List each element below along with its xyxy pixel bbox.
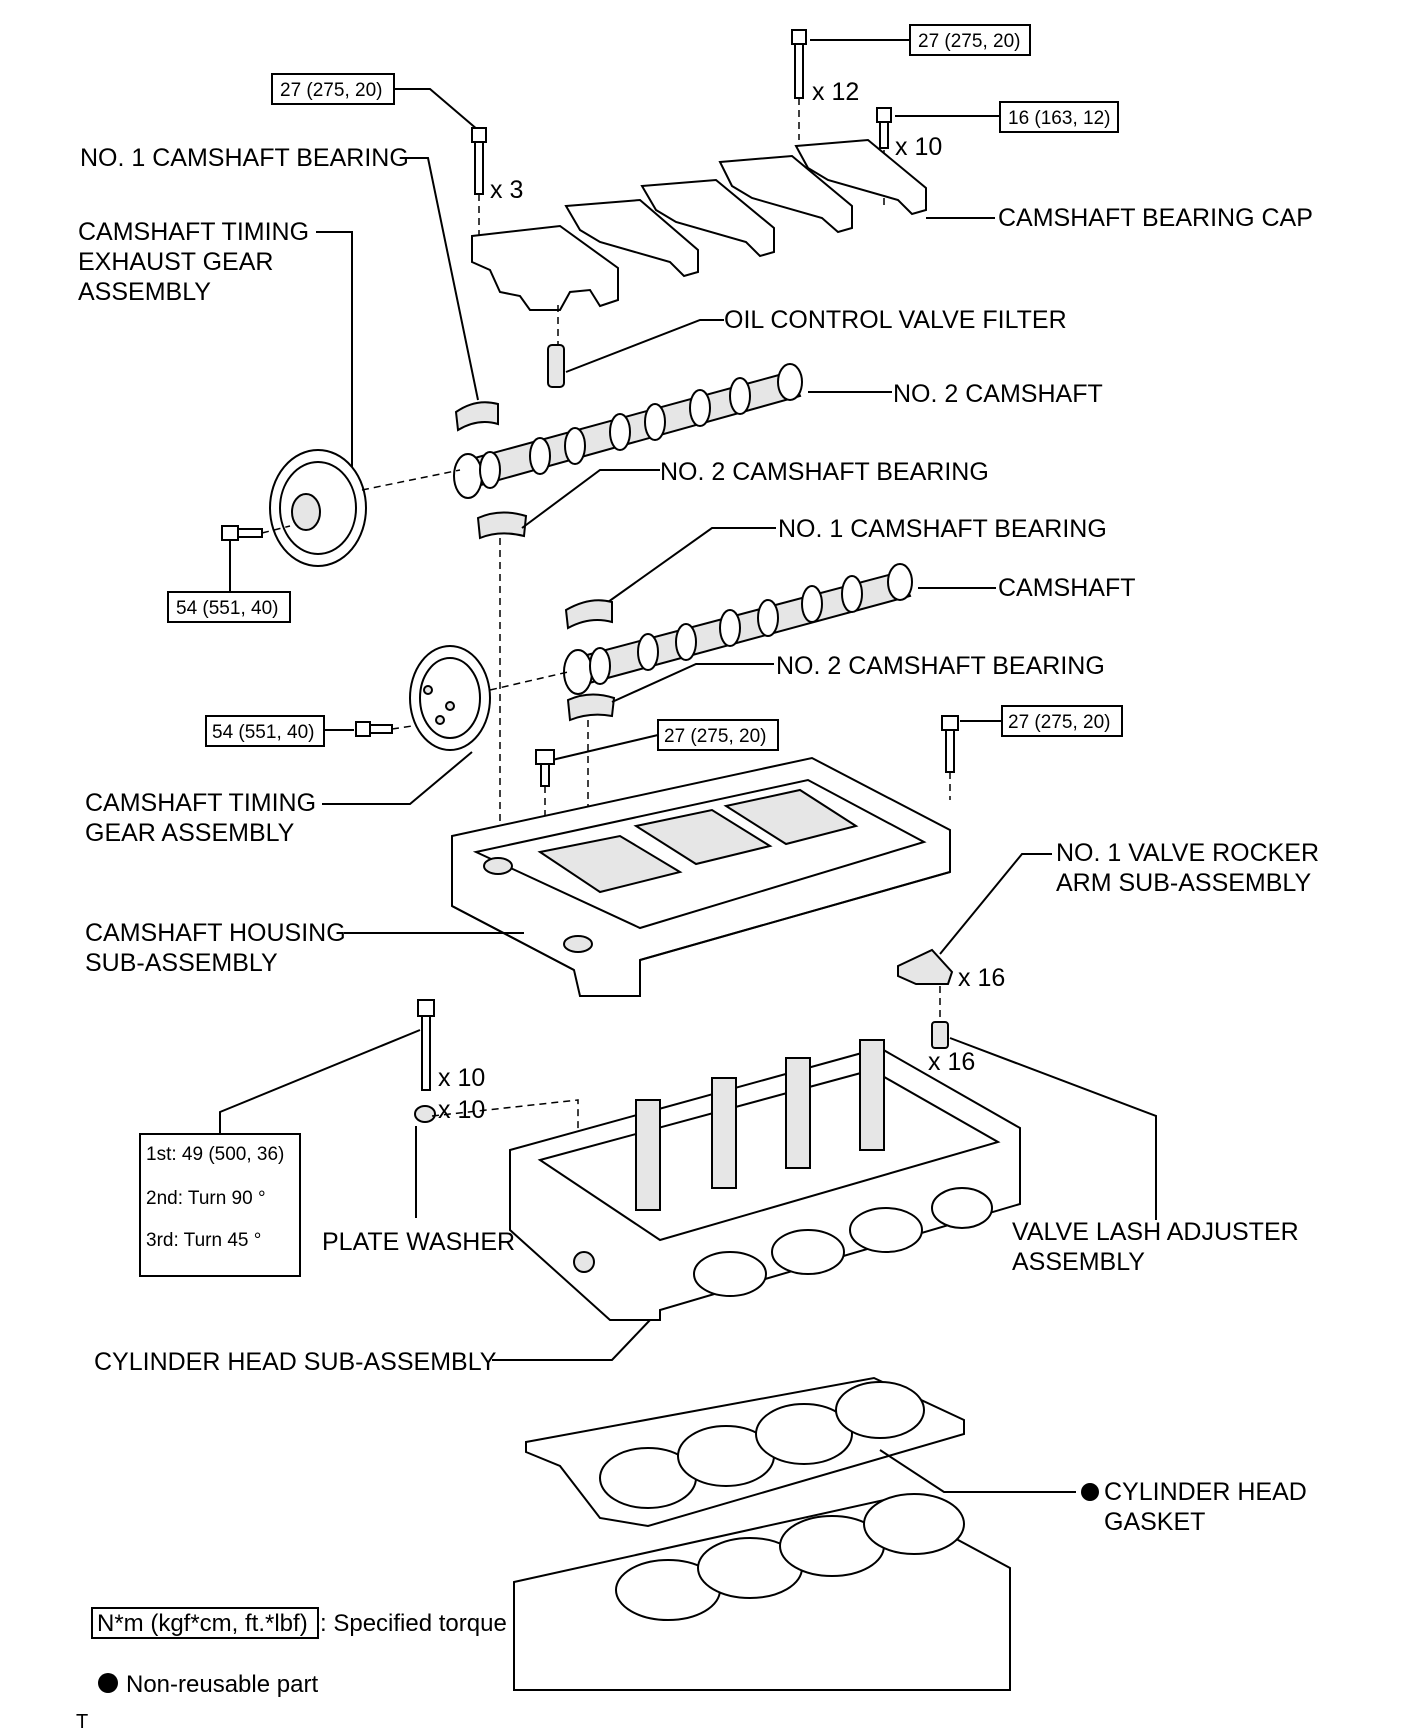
torque-value-top-right: 27 (275, 20) [918,31,1020,52]
label-exhaust-gear-3: ASSEMBLY [78,278,211,306]
bearing-shell-icon [454,401,499,432]
no2-camshaft-part [453,363,803,499]
qty-plate-washers: x 10 [438,1096,485,1124]
label-camshaft: CAMSHAFT [998,574,1136,602]
legend-torque-text: : Specified torque [320,1610,507,1637]
nonreusable-dot-icon [1081,1483,1099,1501]
label-no1-camshaft-bearing-mid: NO. 1 CAMSHAFT BEARING [778,515,1107,543]
label-camshaft-timing-gear-1: CAMSHAFT TIMING [85,789,316,817]
torque-step-3: 3rd: Turn 45 ° [146,1230,261,1251]
label-camshaft-housing-1: CAMSHAFT HOUSING [85,919,346,947]
label-no2-camshaft: NO. 2 CAMSHAFT [893,380,1103,408]
qty-top-bolts: x 12 [812,78,859,106]
label-no1-camshaft-bearing-top: NO. 1 CAMSHAFT BEARING [80,144,409,172]
housing-bolt-left-group: 27 (275, 20) [535,719,779,820]
torque-step-2: 2nd: Turn 90 ° [146,1188,266,1209]
label-no2-camshaft-bearing-mid: NO. 2 CAMSHAFT BEARING [776,652,1105,680]
torque-box-top-left [271,73,395,105]
camshaft-timing-gear-icon [409,645,491,751]
cylinder-head-part [509,1039,1021,1321]
torque-value-housing-left: 27 (275, 20) [664,726,766,747]
label-cylinder-head-gasket-2: GASKET [1104,1508,1205,1536]
torque-step-1: 1st: 49 (500, 36) [146,1144,284,1165]
torque-box-head-bolts [139,1133,301,1277]
torque-box-exhaust-gear [167,591,291,623]
label-valve-lash-adjuster-2: ASSEMBLY [1012,1248,1145,1276]
qty-left-cap-bolts: x 3 [490,176,523,204]
label-camshaft-timing-gear-2: GEAR ASSEMBLY [85,819,295,847]
torque-box-cap-small [999,101,1119,133]
qty-rocker-arms: x 16 [958,964,1005,992]
label-cylinder-head: CYLINDER HEAD SUB-ASSEMBLY [94,1348,497,1376]
cylinder-head-gasket-part [525,1376,965,1528]
label-valve-rocker-arm-1: NO. 1 VALVE ROCKER [1056,839,1319,867]
label-exhaust-gear-2: EXHAUST GEAR [78,248,273,276]
label-cylinder-head-gasket-1: CYLINDER HEAD [1104,1478,1307,1506]
qty-small-cap-bolts: x 10 [895,133,942,161]
cylinder-block-part [513,1493,1011,1691]
label-valve-lash-adjuster-1: VALVE LASH ADJUSTER [1012,1218,1299,1246]
head-bolt-group: x 10 1st: 49 (500, 36) 2nd: Turn 90 ° 3r… [139,999,485,1277]
bearing-shell-icon [476,511,528,540]
legend-torque-box [91,1607,319,1639]
bearing-shell-icon [564,599,613,630]
oil-control-valve-filter-icon [547,344,565,388]
top-right-bolt-group: 27 (275, 20) x 12 [791,24,1031,140]
legend-nonreusable-text: Non-reusable part [126,1671,318,1698]
legend-torque-units: N*m (kgf*cm, ft.*lbf) [97,1610,308,1637]
label-camshaft-housing-2: SUB-ASSEMBLY [85,949,278,977]
intake-gear-bolt: 54 (551, 40) [205,715,413,747]
torque-box-housing-right [1001,705,1123,737]
housing-bolt-right-group: 27 (275, 20) [941,705,1123,800]
qty-lash-adjusters: x 16 [928,1048,975,1076]
bearing-shell-icon [566,693,616,722]
label-no2-camshaft-bearing-top: NO. 2 CAMSHAFT BEARING [660,458,989,486]
torque-value-top-left: 27 (275, 20) [280,80,382,101]
camshaft-bearing-caps [471,138,927,311]
exhaust-gear-bolt: 54 (551, 40) [167,525,291,623]
corner-mark: T [76,1711,88,1733]
plate-washer-icon [414,1105,436,1123]
label-plate-washer: PLATE WASHER [322,1228,515,1256]
torque-value-intake-gear: 54 (551, 40) [212,722,314,743]
label-camshaft-bearing-cap: CAMSHAFT BEARING CAP [998,204,1313,232]
torque-box-housing-left [657,719,779,751]
legend-nonreusable-dot-icon [98,1673,118,1693]
long-bolt-icon [471,127,487,195]
camshaft-timing-exhaust-gear-icon [269,449,367,567]
label-exhaust-gear-1: CAMSHAFT TIMING [78,218,309,246]
torque-value-cap-small: 16 (163, 12) [1008,108,1110,129]
label-oil-control-valve-filter: OIL CONTROL VALVE FILTER [724,306,1067,334]
short-bolt-icon [876,107,892,149]
torque-value-housing-right: 27 (275, 20) [1008,712,1110,733]
qty-head-bolts: x 10 [438,1064,485,1092]
torque-value-exhaust-gear: 54 (551, 40) [176,598,278,619]
rocker-arm-icon [897,948,954,985]
top-left-bolt-group: 27 (275, 20) x 3 [271,73,523,240]
torque-box-intake-gear [205,715,325,747]
lash-adjuster-icon [931,1021,949,1049]
plate-washer-group: x 10 PLATE WASHER [322,1096,579,1256]
camshaft-part [563,563,913,695]
long-bolt-icon [791,29,807,99]
camshaft-housing-part [451,756,951,997]
legend: N*m (kgf*cm, ft.*lbf) : Specified torque… [91,1607,507,1698]
label-valve-rocker-arm-2: ARM SUB-ASSEMBLY [1056,869,1311,897]
